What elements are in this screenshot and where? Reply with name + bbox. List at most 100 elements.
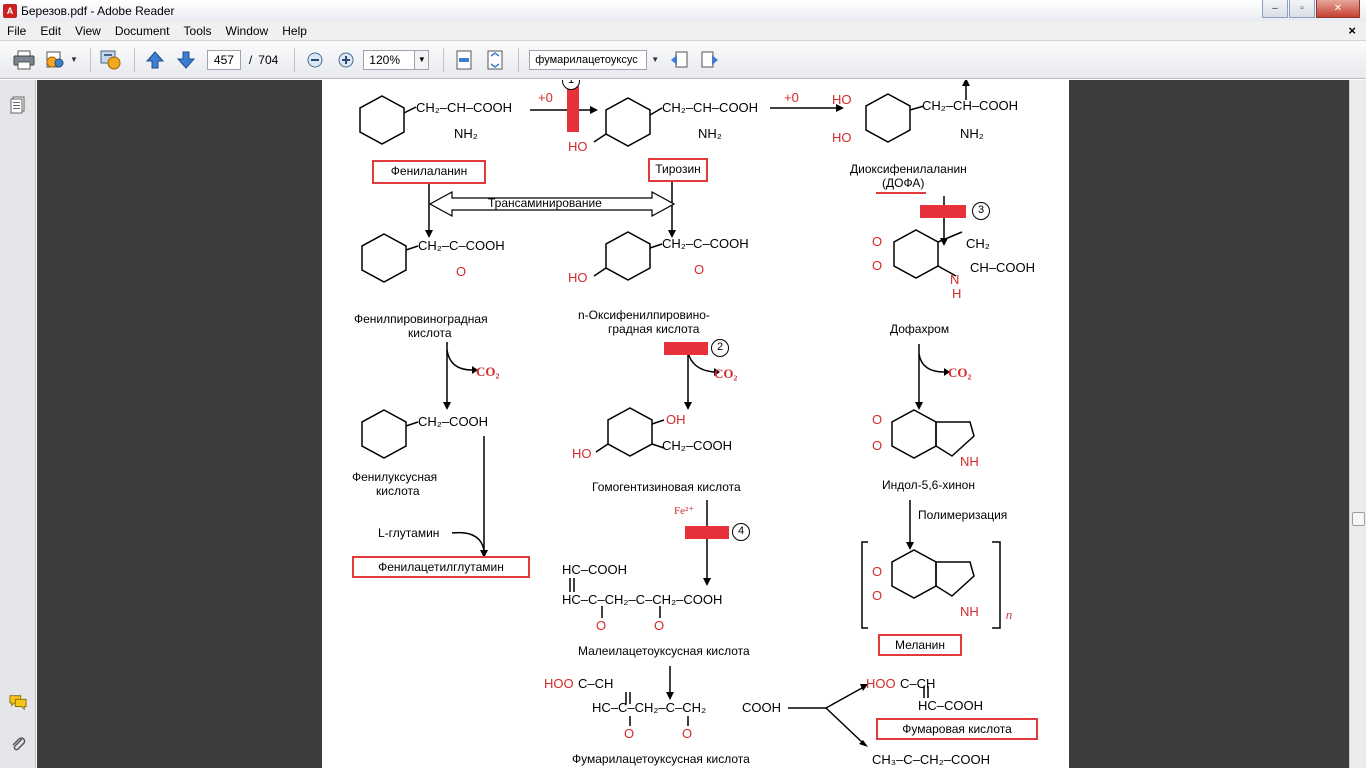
dopa-ho-1: HO <box>832 92 852 107</box>
find-previous-button[interactable] <box>665 46 693 74</box>
benzene-ring-dopa <box>865 93 911 143</box>
full-screen-button[interactable] <box>481 46 509 74</box>
pages-icon <box>10 96 25 114</box>
phenylalanine-label: Фенилаланин <box>372 160 486 184</box>
close-document-button[interactable]: × <box>1348 23 1356 38</box>
menu-bar: File Edit View Document Tools Window Hel… <box>0 21 1366 41</box>
plus-oxygen-2: +0 <box>784 90 799 105</box>
collaborate-icon <box>100 50 121 69</box>
dopa-chain: CH₂–CH–COOH <box>922 98 1019 113</box>
fit-page-icon <box>456 50 472 69</box>
arrow-down-icon <box>176 51 196 69</box>
transamination-label: Трансаминирование <box>488 196 602 210</box>
hppa-ho: HO <box>568 270 588 285</box>
step-number-4: 4 <box>732 523 750 541</box>
window-title: Березов.pdf - Adobe Reader <box>21 3 175 18</box>
fumaryl-top-chain: C–CH <box>578 676 614 691</box>
indole-oxo-1: O <box>872 412 883 427</box>
menu-document[interactable]: Document <box>114 23 170 38</box>
next-page-button[interactable] <box>172 46 200 74</box>
zoom-level-field[interactable]: 120% <box>363 49 416 70</box>
chemistry-structures <box>359 80 1001 747</box>
co2-2: CO₂ <box>714 366 738 381</box>
fumaryl-cooh: COOH <box>742 700 781 715</box>
benzene-ring-ppa <box>361 233 407 283</box>
phenylalanine-chain: CH₂–CH–COOH <box>416 100 513 115</box>
dopachrome-n: N <box>950 272 960 287</box>
toolbar: ▼ 457 / 704 120% ▼ фумарилацетоуксус ▼ <box>0 41 1366 79</box>
vertical-scrollbar[interactable] <box>1349 80 1366 768</box>
phenylacetylglutamine-label: Фенилацетилглутамин <box>352 556 530 578</box>
zoom-in-button[interactable] <box>332 46 360 74</box>
paperclip-icon <box>12 737 26 751</box>
find-input[interactable]: фумарилацетоуксус <box>529 49 648 70</box>
fumaric-top-chain: C–CH <box>900 676 936 691</box>
dopachrome-ch2: CH₂ <box>966 236 990 251</box>
maximize-button[interactable]: ▫ <box>1289 0 1315 18</box>
pages-panel-button[interactable] <box>9 96 27 114</box>
comments-panel-button[interactable] <box>9 693 27 711</box>
previous-page-button[interactable] <box>141 46 169 74</box>
fumaryl-oxo-1: O <box>624 726 635 741</box>
benzene-ring-tyrosine <box>605 97 651 147</box>
step-number-3: 3 <box>972 202 990 220</box>
dopachrome-oxo-2: O <box>872 258 883 273</box>
toolbar-separator <box>518 47 520 72</box>
arrow-up-icon <box>145 50 165 68</box>
share-icon <box>46 51 64 67</box>
menu-help[interactable]: Help <box>282 23 307 38</box>
page-number-input[interactable]: 457 <box>206 49 241 70</box>
transamination-double-arrow <box>428 190 676 218</box>
menu-window[interactable]: Window <box>225 23 269 38</box>
hppa-label-2: градная кислота <box>608 322 700 336</box>
menu-view[interactable]: View <box>75 23 101 38</box>
print-icon <box>13 50 35 69</box>
paa-label-1: Фенилуксусная <box>352 470 438 484</box>
glutamine-label: L-глутамин <box>378 526 440 540</box>
enzyme-block-1 <box>567 86 579 132</box>
maleyl-label: Малеилацетоуксусная кислота <box>578 644 750 658</box>
dopachrome-ch-cooh: CH–COOH <box>970 260 1036 275</box>
benzene-ring-hppa <box>605 231 651 281</box>
zoom-dropdown-icon[interactable]: ▼ <box>415 49 430 70</box>
close-button[interactable]: ✕ <box>1316 0 1360 18</box>
ppa-label-2: кислота <box>408 326 452 340</box>
toolbar-separator <box>89 47 91 72</box>
fumaryl-oxo-2: O <box>682 726 693 741</box>
enzyme-block-4 <box>685 526 729 539</box>
attachments-panel-button[interactable] <box>9 734 27 752</box>
minimize-button[interactable]: – <box>1262 0 1288 18</box>
adobe-reader-icon: A <box>3 3 17 18</box>
share-button[interactable] <box>41 46 69 74</box>
quinone-ring-indole <box>891 409 937 459</box>
document-area[interactable]: 1 3 2 4 +0 +0 CH₂–CH–COOH NH₂ CH₂–CH–COO… <box>37 80 1349 768</box>
print-button[interactable] <box>10 46 38 74</box>
hga-label: Гомогентизиновая кислота <box>592 480 741 494</box>
menu-tools[interactable]: Tools <box>183 23 212 38</box>
fit-page-button[interactable] <box>450 46 478 74</box>
zoom-out-icon <box>307 52 323 67</box>
share-dropdown-icon[interactable]: ▼ <box>70 55 78 64</box>
enzyme-block-2 <box>664 342 708 355</box>
melanin-n: n <box>1006 610 1013 622</box>
menu-edit[interactable]: Edit <box>40 23 62 38</box>
hppa-label-1: n-Оксифенилпировино- <box>578 308 710 322</box>
ppa-oxo: O <box>456 264 467 279</box>
phenylalanine-nh2: NH₂ <box>454 126 478 141</box>
dopachrome-h: H <box>952 286 962 301</box>
maleyl-bottom-chain: HC–C–CH₂–C–CH₂–COOH <box>562 592 723 607</box>
hga-oh: OH <box>666 412 686 427</box>
zoom-out-button[interactable] <box>301 46 329 74</box>
tyrosine-label: Тирозин <box>648 158 708 182</box>
co2-3: CO₂ <box>948 365 972 380</box>
pdf-page: 1 3 2 4 +0 +0 CH₂–CH–COOH NH₂ CH₂–CH–COO… <box>322 80 1069 768</box>
menu-file[interactable]: File <box>7 23 27 38</box>
hga-chain: CH₂–COOH <box>662 438 733 453</box>
navigation-panel <box>0 80 36 768</box>
dopa-ho-2: HO <box>832 130 852 145</box>
collaborate-button[interactable] <box>97 46 125 74</box>
scrollbar-thumb[interactable] <box>1352 512 1365 526</box>
find-dropdown-icon[interactable]: ▼ <box>651 55 660 64</box>
find-next-button[interactable] <box>696 46 724 74</box>
maleyl-oxo-2: O <box>654 618 665 633</box>
